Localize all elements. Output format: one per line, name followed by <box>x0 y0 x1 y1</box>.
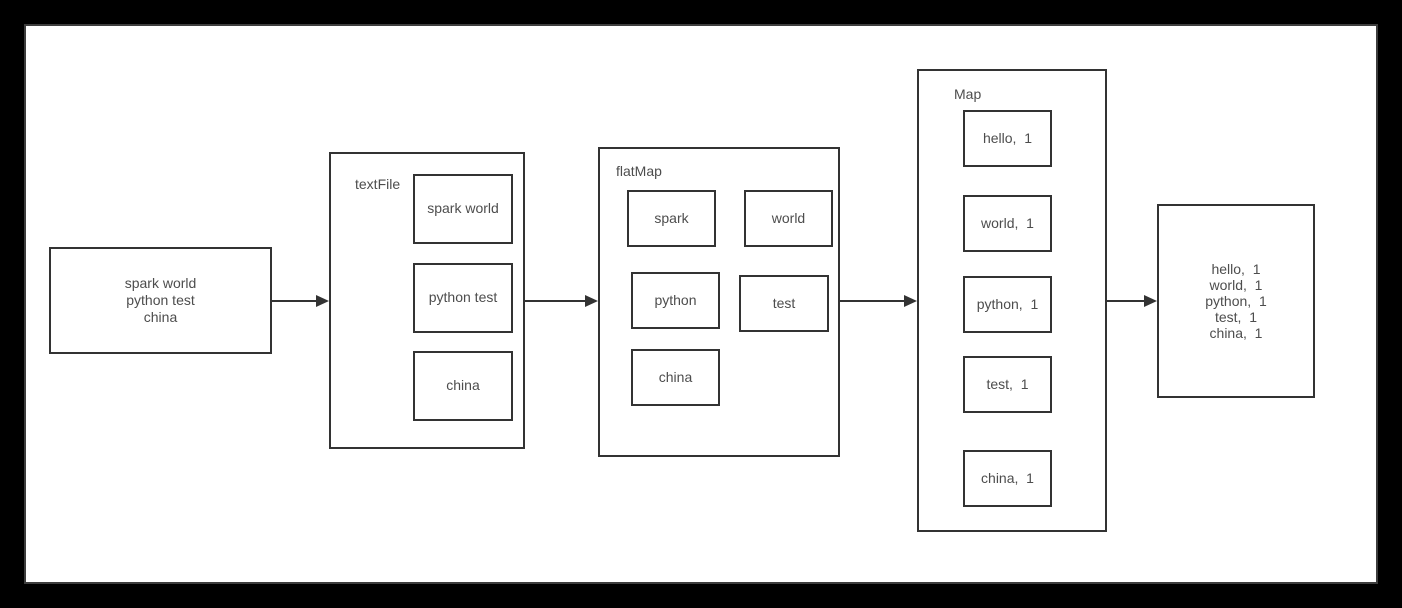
node-spark: spark <box>627 190 716 247</box>
node-test-1: test, 1 <box>963 356 1052 413</box>
input-node: spark world python test china <box>49 247 272 354</box>
node-flatmap-china: china <box>631 349 720 406</box>
arrow-input-to-textfile <box>272 300 316 302</box>
node-world-1: world, 1 <box>963 195 1052 252</box>
diagram-canvas: spark world python test china textFile s… <box>24 24 1378 584</box>
stage-textfile-label: textFile <box>355 176 401 192</box>
stage-map-label: Map <box>954 86 982 102</box>
stage-flatmap-label: flatMap <box>616 163 662 179</box>
arrow-map-to-output <box>1107 300 1144 302</box>
node-hello-1: hello, 1 <box>963 110 1052 167</box>
node-python: python <box>631 272 720 329</box>
node-test: test <box>739 275 829 332</box>
stage-textfile: textFile spark world python test china <box>329 152 525 449</box>
arrow-flatmap-to-map <box>840 300 904 302</box>
stage-flatmap: flatMap spark world python test china <box>598 147 840 457</box>
node-spark-world: spark world <box>413 174 513 244</box>
node-world: world <box>744 190 833 247</box>
node-python-1: python, 1 <box>963 276 1052 333</box>
node-china-1: china, 1 <box>963 450 1052 507</box>
arrow-textfile-to-flatmap <box>525 300 585 302</box>
node-python-test: python test <box>413 263 513 333</box>
output-node-text: hello, 1 world, 1 python, 1 test, 1 chin… <box>1205 260 1267 342</box>
stage-map: Map hello, 1 world, 1 python, 1 test, 1 … <box>917 69 1107 532</box>
node-textfile-china: china <box>413 351 513 421</box>
input-node-text: spark world python test china <box>124 274 197 326</box>
output-node: hello, 1 world, 1 python, 1 test, 1 chin… <box>1157 204 1315 398</box>
